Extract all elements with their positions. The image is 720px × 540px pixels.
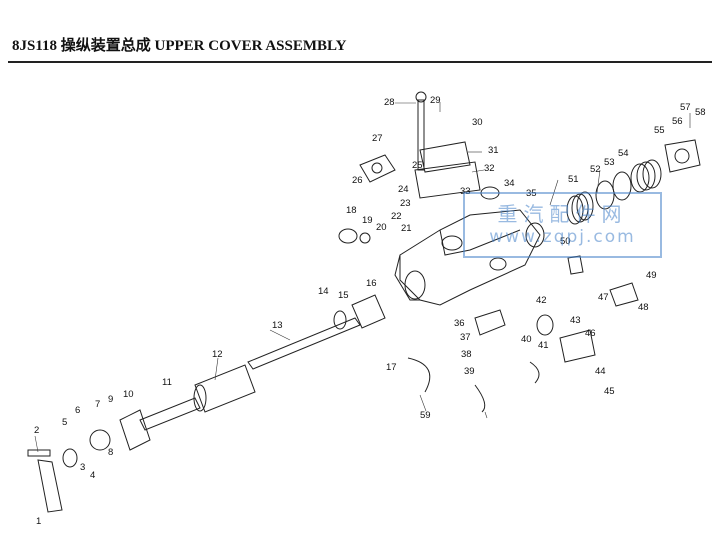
callout-label-58: 58 — [695, 107, 706, 118]
callout-label-26: 26 — [352, 175, 363, 186]
callout-label-18: 18 — [346, 205, 357, 216]
callout-label-32: 32 — [484, 163, 495, 174]
watermark: 重汽配件网 www.zqpj.com — [463, 192, 662, 258]
leader-lines — [34, 102, 691, 453]
callout-label-36: 36 — [454, 318, 465, 329]
callout-label-53: 53 — [604, 157, 615, 168]
callout-label-51: 51 — [568, 174, 579, 185]
callout-label-8: 8 — [108, 447, 113, 458]
title-rule — [8, 61, 712, 63]
diagram-parts — [27, 91, 701, 513]
callout-label-6: 6 — [75, 405, 80, 416]
callout-label-7: 7 — [95, 399, 100, 410]
callout-label-1: 1 — [36, 516, 41, 527]
callout-label-39: 39 — [464, 366, 475, 377]
callout-label-33: 33 — [460, 186, 471, 197]
watermark-line-1: 重汽配件网 — [497, 202, 628, 226]
callout-label-13: 13 — [272, 320, 283, 331]
callout-label-14: 14 — [318, 286, 329, 297]
callout-label-25: 25 — [412, 160, 423, 171]
callout-label-59: 59 — [420, 410, 431, 421]
callout-label-23: 23 — [400, 198, 411, 209]
callout-label-30: 30 — [472, 117, 483, 128]
callout-label-4: 4 — [90, 470, 95, 481]
callout-label-3: 3 — [80, 462, 85, 473]
callout-label-37: 37 — [460, 332, 471, 343]
callout-label-22: 22 — [391, 211, 402, 222]
callout-label-15: 15 — [338, 290, 349, 301]
callout-label-54: 54 — [618, 148, 629, 159]
callout-label-12: 12 — [212, 349, 223, 360]
callout-label-2: 2 — [34, 425, 39, 436]
callout-label-31: 31 — [488, 145, 499, 156]
callout-label-29: 29 — [430, 95, 441, 106]
callout-label-57: 57 — [680, 102, 691, 113]
callout-label-56: 56 — [672, 116, 683, 127]
callout-label-16: 16 — [366, 278, 377, 289]
callout-label-50: 50 — [560, 236, 571, 247]
callout-label-9: 9 — [108, 394, 113, 405]
callout-label-45: 45 — [604, 386, 615, 397]
callout-label-55: 55 — [654, 125, 665, 136]
callout-label-28: 28 — [384, 97, 395, 108]
callout-label-40: 40 — [521, 334, 532, 345]
callout-label-44: 44 — [595, 366, 606, 377]
callout-label-27: 27 — [372, 133, 383, 144]
callout-label-52: 52 — [590, 164, 601, 175]
callout-label-43: 43 — [570, 315, 581, 326]
callout-label-24: 24 — [398, 184, 409, 195]
callout-label-38: 38 — [461, 349, 472, 360]
callout-label-20: 20 — [376, 222, 387, 233]
callout-label-49: 49 — [646, 270, 657, 281]
callout-label-48: 48 — [638, 302, 649, 313]
callout-label-5: 5 — [62, 417, 67, 428]
callout-label-34: 34 — [504, 178, 515, 189]
callout-label-46: 46 — [585, 328, 596, 339]
watermark-line-2: www.zqpj.com — [489, 227, 636, 247]
callout-label-11: 11 — [162, 377, 172, 388]
page-title: 8JS118 操纵装置总成 UPPER COVER ASSEMBLY — [12, 38, 347, 54]
callout-label-10: 10 — [123, 389, 134, 400]
callout-label-17: 17 — [386, 362, 397, 373]
callout-label-19: 19 — [362, 215, 373, 226]
callout-label-47: 47 — [598, 292, 609, 303]
callout-label-42: 42 — [536, 295, 547, 306]
callout-label-21: 21 — [401, 223, 412, 234]
callout-label-41: 41 — [538, 340, 549, 351]
